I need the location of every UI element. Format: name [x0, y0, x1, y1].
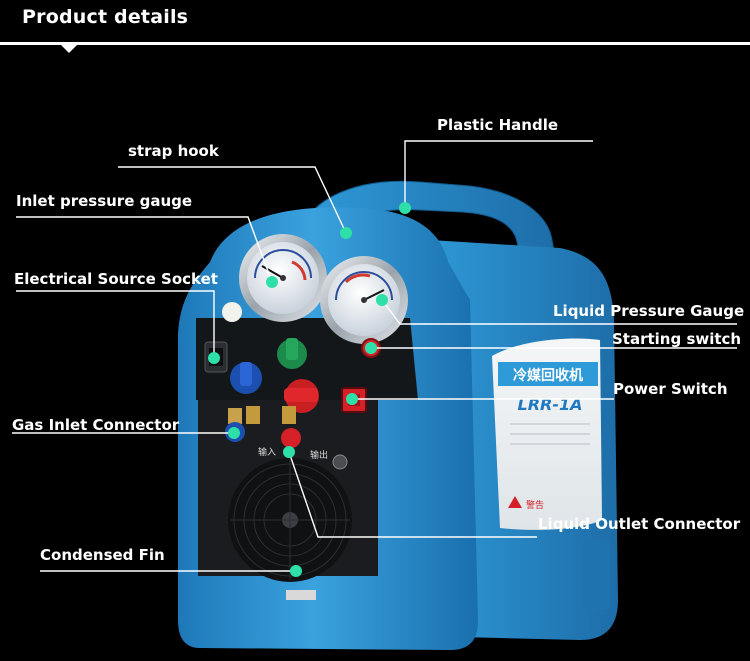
machine-label-chinese: 冷媒回收机: [513, 367, 583, 384]
liquid-outlet-fitting: [281, 406, 301, 448]
callout-starting-switch: Starting switch: [612, 330, 742, 348]
green-valve-knob: [277, 338, 307, 369]
callout-condensed-fin: Condensed Fin: [40, 546, 165, 564]
dot-liquid-outlet: [283, 446, 295, 458]
inlet-label-cn: 输入: [258, 446, 276, 458]
callout-liquid-pressure-gauge: Liquid Pressure Gauge: [553, 302, 745, 320]
warning-text: 警告: [526, 499, 544, 511]
header-divider: [0, 42, 750, 45]
inlet-gauge: [239, 234, 327, 322]
callout-electrical-source-socket: Electrical Source Socket: [14, 270, 218, 288]
dot-starting-switch: [365, 342, 377, 354]
callout-power-switch: Power Switch: [613, 380, 728, 398]
side-vent: [582, 540, 610, 610]
dot-socket: [208, 352, 220, 364]
callout-lines: [12, 140, 737, 572]
machine-model: LRR-1A: [518, 395, 583, 414]
outlet-label-cn: 输出: [310, 449, 328, 461]
header-notch-pointer: [60, 44, 78, 53]
side-label-plate: 冷媒回收机 LRR-1A 警告: [492, 338, 602, 530]
dot-liquid-gauge: [376, 294, 388, 306]
liquid-gauge: [320, 256, 408, 344]
callout-gas-inlet-connector: Gas Inlet Connector: [12, 416, 180, 434]
dot-power-switch: [346, 393, 358, 405]
port-jack: [332, 454, 348, 470]
header-title: Product details: [22, 6, 189, 28]
indicator-lamp: [222, 302, 242, 322]
callout-inlet-pressure-gauge: Inlet pressure gauge: [16, 192, 193, 210]
serial-sticker: [286, 590, 316, 600]
dot-condensed-fin: [290, 565, 302, 577]
red-valve-knob: [284, 379, 319, 413]
callout-dots: [208, 202, 411, 577]
callout-plastic-handle: Plastic Handle: [437, 116, 559, 134]
plastic-handle-shape: [299, 180, 557, 263]
condenser-fan-grille: [228, 458, 352, 582]
dot-plastic-handle: [399, 202, 411, 214]
header-bar: Product details: [0, 0, 750, 44]
callout-liquid-outlet-connector: Liquid Outlet Connector: [538, 515, 741, 533]
callout-strap-hook: strap hook: [128, 142, 219, 160]
dot-inlet-gauge: [266, 276, 278, 288]
dot-strap-hook: [340, 227, 352, 239]
blue-valve-knob: [230, 362, 262, 394]
dot-gas-inlet: [228, 427, 240, 439]
